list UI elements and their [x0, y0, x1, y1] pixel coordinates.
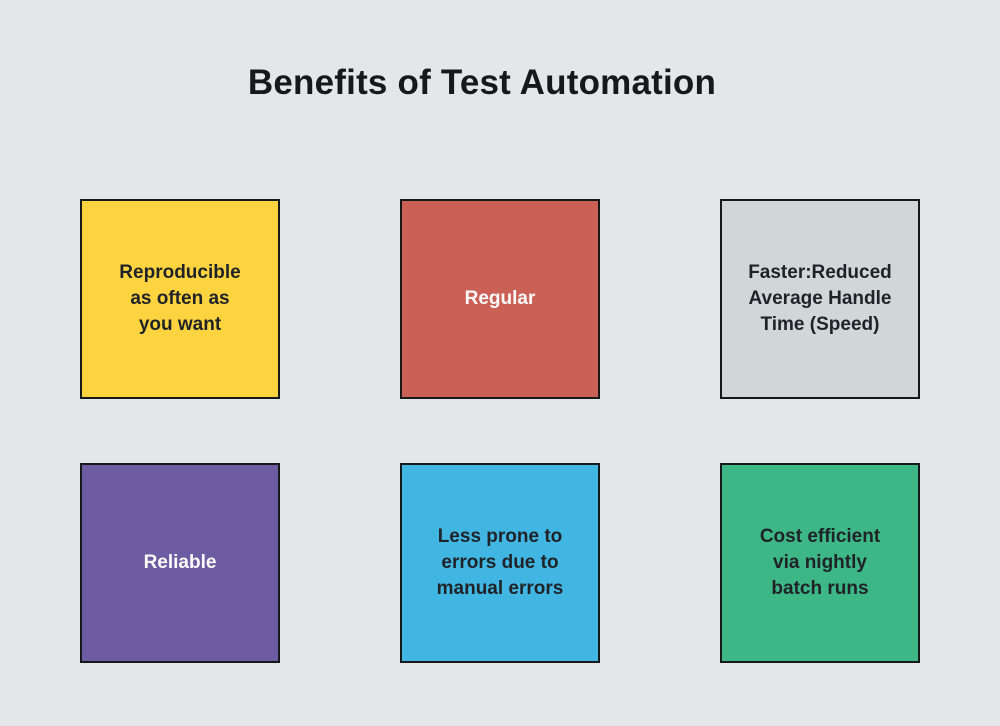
benefit-label-faster: Faster:Reduced Average Handle Time (Spee… — [748, 262, 892, 335]
benefit-box-faster: Faster:Reduced Average Handle Time (Spee… — [720, 199, 920, 399]
benefit-box-reproducible: Reproducible as often as you want — [80, 199, 280, 399]
page-title: Benefits of Test Automation — [247, 63, 717, 102]
benefit-box-reliable: Reliable — [80, 463, 280, 663]
benefit-box-cost-efficient: Cost efficient via nightly batch runs — [720, 463, 920, 663]
benefits-grid: Reproducible as often as you want Regula… — [80, 199, 920, 663]
benefit-label-less-errors: Less prone to errors due to manual error… — [436, 526, 564, 599]
benefit-box-less-errors: Less prone to errors due to manual error… — [400, 463, 600, 663]
benefit-box-regular: Regular — [400, 199, 600, 399]
benefit-label-regular: Regular — [464, 288, 536, 309]
benefit-label-reproducible: Reproducible as often as you want — [119, 262, 241, 335]
benefit-label-reliable: Reliable — [143, 552, 217, 573]
benefit-label-cost-efficient: Cost efficient via nightly batch runs — [759, 526, 881, 599]
